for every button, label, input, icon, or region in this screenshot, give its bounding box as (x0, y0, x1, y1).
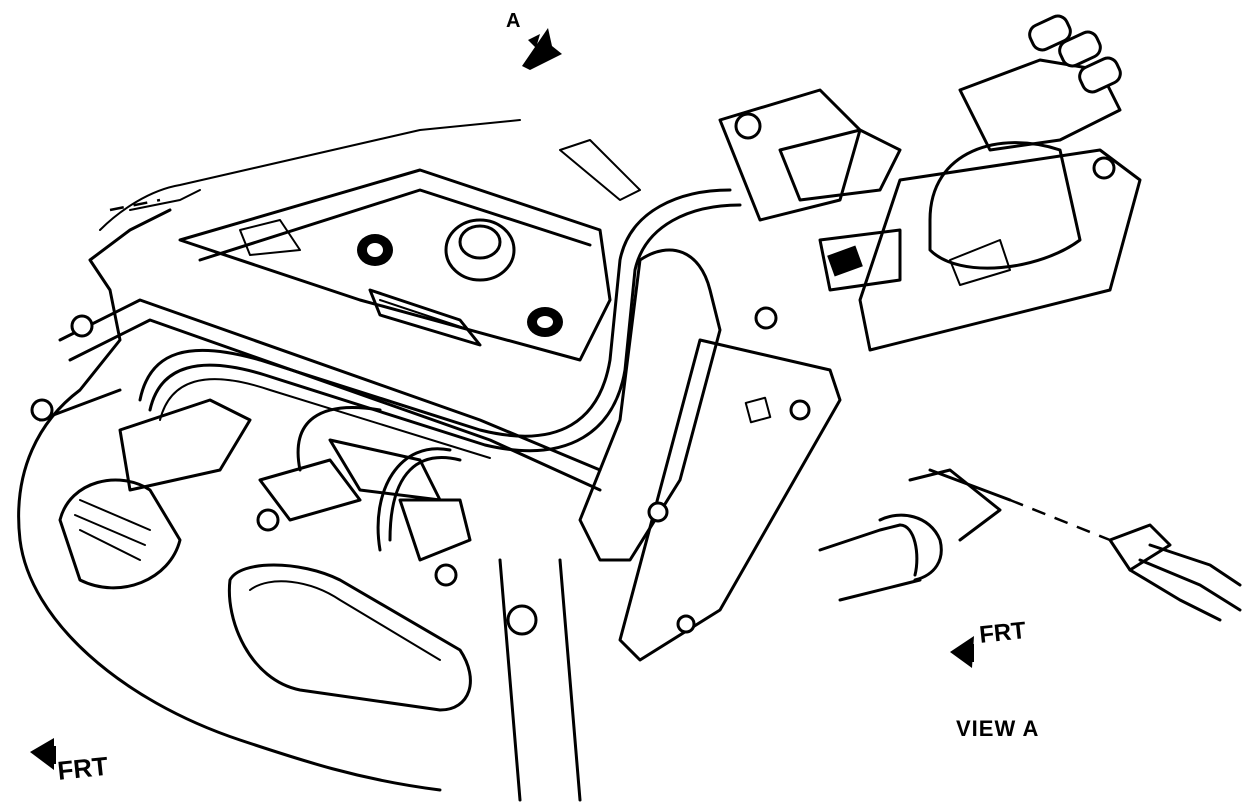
view-a-title: VIEW A (956, 716, 1040, 741)
front-direction-arrow-icon (30, 738, 56, 770)
intake-manifold (227, 558, 582, 802)
mounting-bracket (578, 248, 842, 662)
view-callout-label: A (506, 10, 521, 32)
front-direction-arrow-icon (950, 636, 974, 668)
view-callout-arrow-icon (522, 28, 562, 70)
view-a-detail (818, 468, 1242, 622)
front-label-view-a: FRT (978, 617, 1028, 649)
valve-cover (178, 139, 641, 362)
wiring-harness (138, 188, 742, 552)
ignition-coil-connectors (30, 314, 538, 636)
distributor-assembly (718, 14, 1142, 352)
front-label-main: FRT (56, 750, 110, 786)
